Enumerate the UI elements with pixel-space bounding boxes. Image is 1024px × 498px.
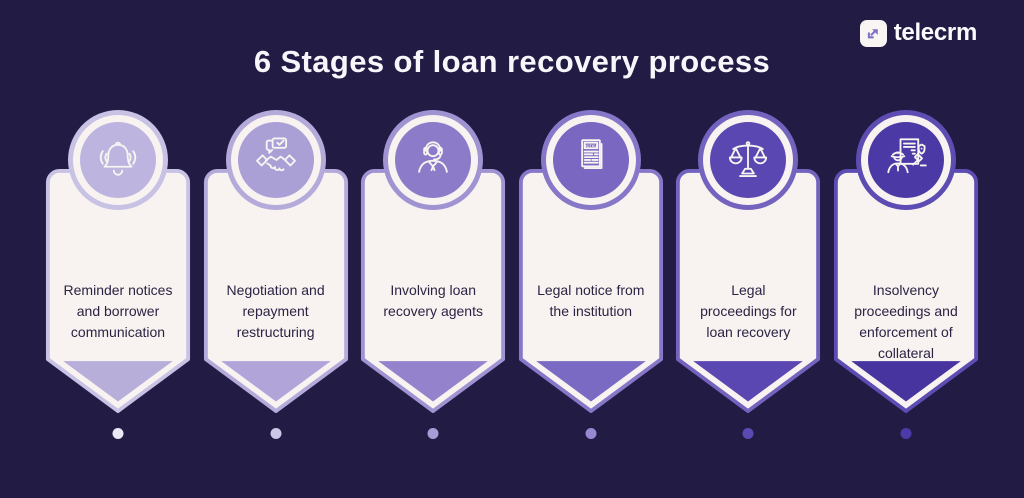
- stage-dot: [742, 428, 754, 439]
- stages-row: Reminder notices and borrower communicat…: [45, 110, 979, 445]
- stage-label: Legal notice from the institution: [537, 282, 645, 319]
- stage-label: Insolvency proceedings and enforcement o…: [854, 282, 958, 361]
- stage-label: Negotiation and repayment restructuring: [226, 282, 325, 340]
- stage-circle: [855, 110, 956, 210]
- enforcement-officer-icon: [887, 138, 927, 174]
- bell-icon: [99, 141, 137, 176]
- banner-shape: [203, 169, 348, 413]
- stage-card-5: Legal proceedings for loan recovery: [675, 110, 821, 445]
- stage-dot: [427, 428, 439, 439]
- arrow-up-right-icon: [859, 19, 887, 47]
- stage-card-3: Involving loan recovery agents: [360, 110, 506, 445]
- stage-dot: [900, 428, 912, 439]
- support-agent-icon: [418, 141, 449, 173]
- stage-dot: [270, 428, 282, 439]
- stage-dot: [585, 428, 597, 439]
- stage-card-1: Reminder notices and borrower communicat…: [45, 110, 191, 445]
- stage-label: Legal proceedings for loan recovery: [700, 282, 797, 340]
- svg-text:NOTICE: NOTICE: [583, 143, 598, 148]
- stage-circle: [68, 110, 168, 210]
- handshake-icon: [255, 137, 296, 172]
- stage-card-4: NOTICE Legal notice from the institution: [518, 110, 664, 445]
- banner-shape: [45, 169, 191, 413]
- stage-label: Involving loan recovery agents: [383, 282, 483, 319]
- stage-circle: [698, 110, 799, 210]
- page-title: 6 Stages of loan recovery process: [253, 44, 771, 79]
- banner-shape: [518, 169, 663, 413]
- stage-circle: NOTICE: [540, 110, 641, 210]
- stage-card-2: Negotiation and repayment restructuring: [203, 110, 349, 445]
- justice-scales-icon: [729, 141, 768, 177]
- logo-text: telecrm: [893, 19, 978, 46]
- stage-dot: [112, 428, 124, 439]
- banner-shape: [676, 169, 821, 413]
- banner-shape: [833, 169, 979, 413]
- stage-circle: [225, 110, 326, 210]
- stage-circle: [383, 110, 484, 210]
- telecrm-logo: telecrm: [859, 19, 978, 47]
- stage-label: Reminder notices and borrower communicat…: [63, 282, 173, 340]
- stage-card-6: Insolvency proceedings and enforcement o…: [833, 110, 979, 445]
- banner-shape: [361, 169, 506, 413]
- notice-document-icon: NOTICE: [580, 139, 603, 169]
